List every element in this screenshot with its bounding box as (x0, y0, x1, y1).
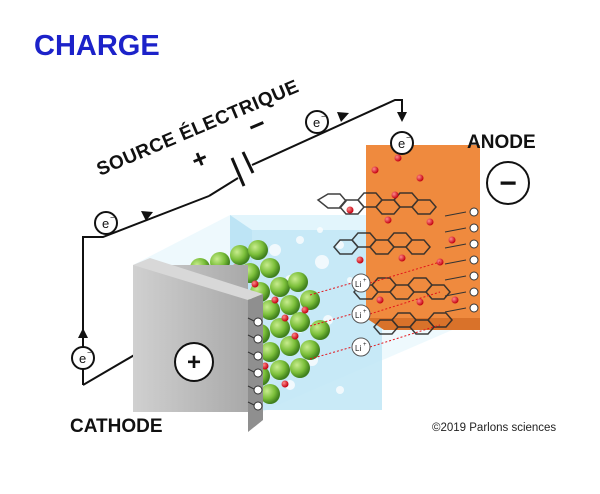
lithium-ions: Li + Li + Li + (309, 261, 441, 360)
electron-badge-symbol: e (398, 136, 405, 151)
anode-slab (316, 145, 480, 335)
anode-sign-circle (486, 161, 530, 205)
battery-symbol (230, 151, 255, 187)
electron-badge-left-bottom: e − (71, 346, 95, 370)
electron-badge-charge: − (406, 133, 411, 142)
lithium-ion-charge-1: + (363, 278, 367, 284)
source-plus-sign: + (187, 142, 213, 176)
lithium-ion-1 (351, 273, 371, 293)
electron-badge-symbol: e (79, 351, 86, 366)
source-minus-sign: − (243, 108, 270, 143)
electron-badge-left-top: e − (94, 211, 118, 235)
electron-badge-right: e − (390, 131, 414, 155)
anode-lithium-dots (346, 154, 459, 306)
diagram-title: CHARGE (34, 30, 160, 62)
electron-badge-charge: − (321, 112, 326, 121)
lithium-ion-charge-2: + (363, 309, 367, 315)
lithium-ion-label-3: Li (355, 344, 361, 353)
current-arrows (78, 112, 407, 338)
cathode-label: CATHODE (70, 416, 163, 437)
copyright-text: ©2019 Parlons sciences (432, 422, 556, 434)
electron-badge-charge: − (110, 213, 115, 222)
lithium-ion-label-2: Li (355, 311, 361, 320)
electron-badge-symbol: e (102, 216, 109, 231)
cathode-sign-circle (174, 342, 214, 382)
lithium-ion-2 (351, 304, 371, 324)
cathode-plate (133, 258, 263, 432)
cathode-sign: + (187, 349, 201, 376)
electron-badge-symbol: e (313, 115, 320, 130)
anode-label: ANODE (467, 132, 536, 153)
electron-badge-top: e − (305, 110, 329, 134)
anode-sign: − (499, 167, 517, 200)
lithium-ion-label-1: Li (355, 280, 361, 289)
lithium-ion-3 (351, 337, 371, 357)
lithium-ion-charge-3: + (363, 342, 367, 348)
electron-badge-charge: − (87, 348, 92, 357)
